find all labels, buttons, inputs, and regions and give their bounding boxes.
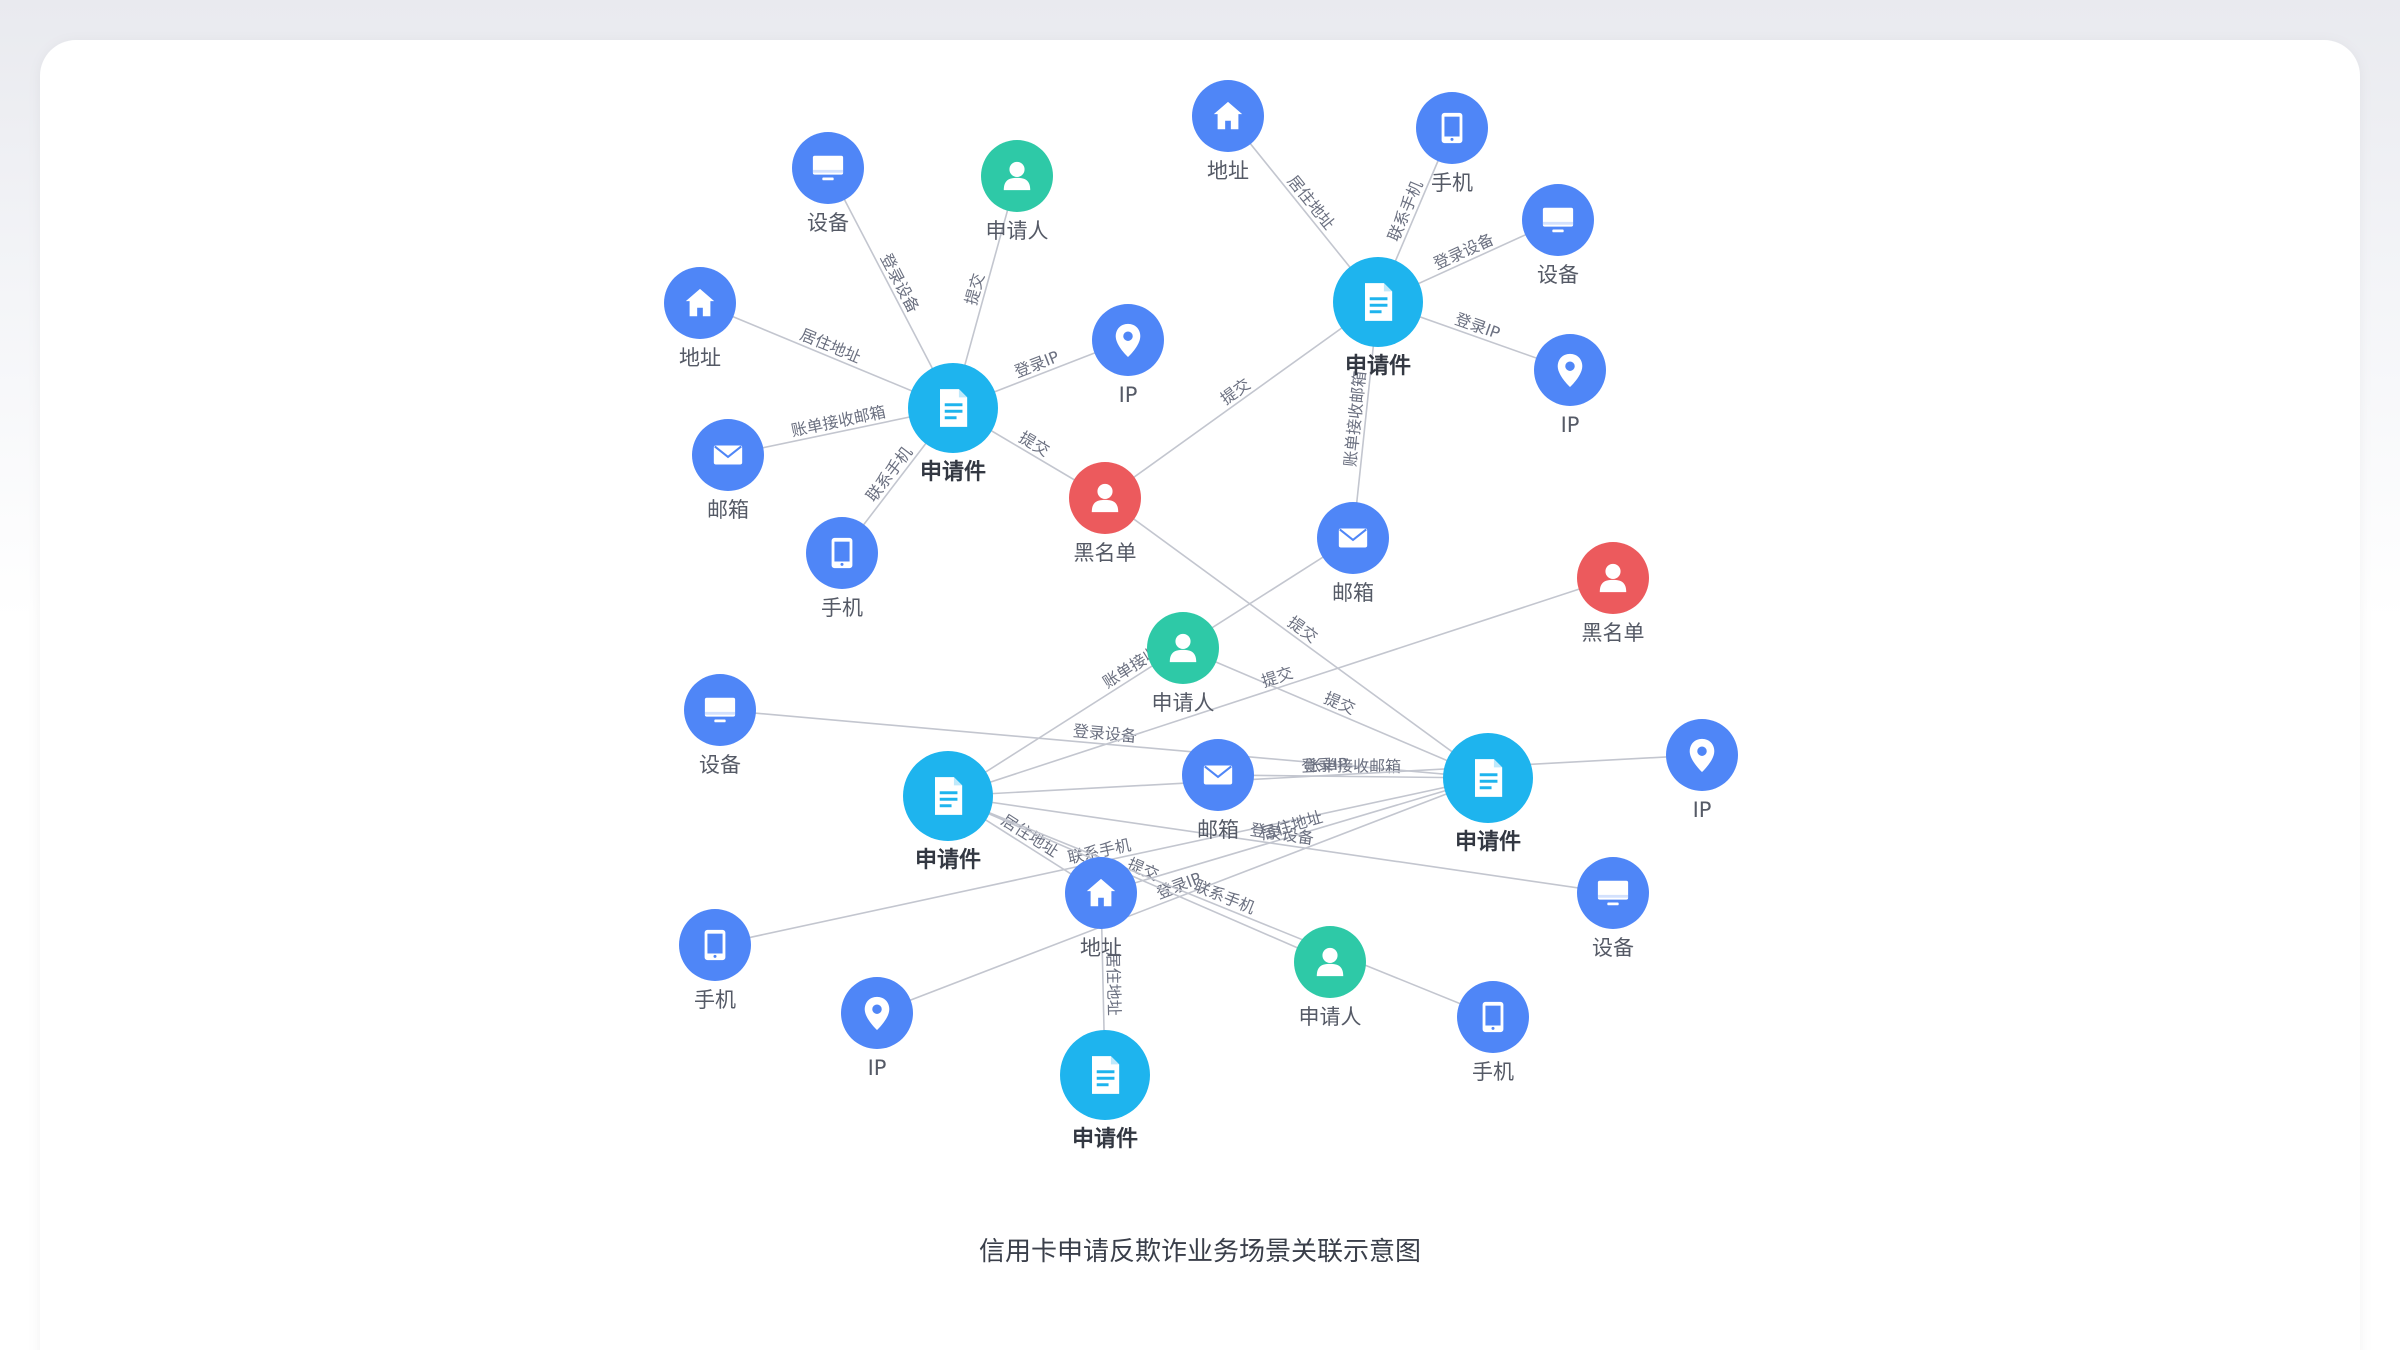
node-label: 申请件 [915,847,981,873]
node-email-m3[interactable]: 邮箱 [1182,739,1254,842]
edge-line [947,795,1331,963]
node-label: 申请人 [986,219,1049,243]
edge-label: 居住地址 [1103,952,1123,1016]
node-label: IP [1119,383,1138,407]
diagram-card [40,40,2360,1350]
node-applicant-p2[interactable]: 申请人 [1147,612,1219,715]
node-label: 手机 [694,988,736,1012]
document-icon [1092,1056,1120,1094]
node-ip-ip1[interactable]: IP [1092,304,1164,407]
diagram-caption: 信用卡申请反欺诈业务场景关联示意图 [979,1237,1421,1267]
node-application-a5[interactable]: 申请件 [903,751,993,873]
node-device-d2[interactable]: 设备 [1522,184,1594,287]
node-phone-ph4[interactable]: 手机 [1457,981,1529,1084]
node-label: 手机 [821,596,863,620]
edge-line [876,777,1489,1014]
edge-a5-d4: 登录设备 [947,795,1614,894]
edge-line [1100,777,1489,894]
node-label: 地址 [1080,936,1122,960]
node-blacklist-bl2[interactable]: 黑名单 [1577,542,1649,645]
node-label: 申请件 [920,459,986,485]
node-label: 申请人 [1152,691,1215,715]
node-label: 邮箱 [1332,581,1374,605]
node-device-d3[interactable]: 设备 [684,674,756,777]
node-email-m1[interactable]: 邮箱 [692,419,764,522]
edge-a5-ip4: 登录IP [947,754,1703,797]
edge-line [947,795,1494,1018]
edge-line [947,795,1614,894]
node-address-h1[interactable]: 地址 [664,267,736,370]
document-icon [1475,759,1503,797]
node-ip-ip4[interactable]: IP [1666,719,1738,822]
node-address-h2[interactable]: 地址 [1192,80,1264,183]
node-applicant-p3[interactable]: 申请人 [1294,926,1366,1029]
node-label: 设备 [1537,263,1579,287]
node-application-a4[interactable]: 申请件 [1060,1030,1150,1152]
document-icon [1365,283,1393,321]
node-label: IP [868,1056,887,1080]
node-label: 黑名单 [1582,621,1645,645]
node-label: 手机 [1472,1060,1514,1084]
node-ip-ip2[interactable]: IP [1534,334,1606,437]
edge-line [1104,301,1379,499]
node-label: 地址 [679,346,721,370]
node-label: 邮箱 [707,498,749,522]
node-device-d1[interactable]: 设备 [792,132,864,235]
node-application-a3[interactable]: 申请件 [1443,733,1533,855]
node-application-a1[interactable]: 申请件 [908,363,998,485]
node-phone-ph1[interactable]: 手机 [806,517,878,620]
tablet-icon [704,929,726,961]
tablet-icon [1482,1001,1504,1033]
node-label: 申请件 [1072,1126,1138,1152]
edge-a3-d3: 登录设备 [719,709,1489,779]
nodes-layer: 申请件申请件申请件申请件申请件黑名单黑名单设备申请人地址IP邮箱手机地址手机设备… [664,80,1738,1152]
edge-a3-m3: 账单接收邮箱 [1217,756,1489,779]
node-label: 邮箱 [1197,818,1239,842]
edge-line [947,577,1614,797]
node-phone-ph2[interactable]: 手机 [1416,92,1488,195]
node-label: IP [1561,413,1580,437]
node-label: 黑名单 [1074,541,1137,565]
tablet-icon [831,537,853,569]
edge-line [1104,497,1489,779]
edge-line [699,302,954,409]
node-label: IP [1693,798,1712,822]
envelope-icon [1202,764,1234,786]
node-phone-ph3[interactable]: 手机 [679,909,751,1012]
edge-line [947,754,1703,797]
edge-label: 登录IP [1301,754,1349,775]
node-label: 申请件 [1455,829,1521,855]
edge-line [719,709,1489,779]
document-icon [935,777,963,815]
edge-line [827,167,954,409]
node-applicant-p1[interactable]: 申请人 [981,140,1053,243]
node-email-m2[interactable]: 邮箱 [1317,502,1389,605]
node-label: 设备 [807,211,849,235]
envelope-icon [712,444,744,466]
node-label: 地址 [1207,159,1249,183]
tablet-icon [1441,112,1463,144]
node-ip-ip3[interactable]: IP [841,977,913,1080]
node-label: 设备 [699,753,741,777]
node-application-a2[interactable]: 申请件 [1333,257,1423,379]
edge-line [947,537,1354,797]
node-label: 申请件 [1345,353,1411,379]
envelope-icon [1337,527,1369,549]
node-label: 申请人 [1299,1005,1362,1029]
edge-line [1217,774,1489,779]
node-label: 设备 [1592,936,1634,960]
node-device-d4[interactable]: 设备 [1577,857,1649,960]
edge-line [1182,647,1489,779]
document-icon [940,389,968,427]
edge-label: 账单接收邮箱 [1305,756,1401,776]
node-blacklist-bl1[interactable]: 黑名单 [1069,462,1141,565]
node-address-h3[interactable]: 地址 [1065,857,1137,960]
node-label: 手机 [1431,171,1473,195]
